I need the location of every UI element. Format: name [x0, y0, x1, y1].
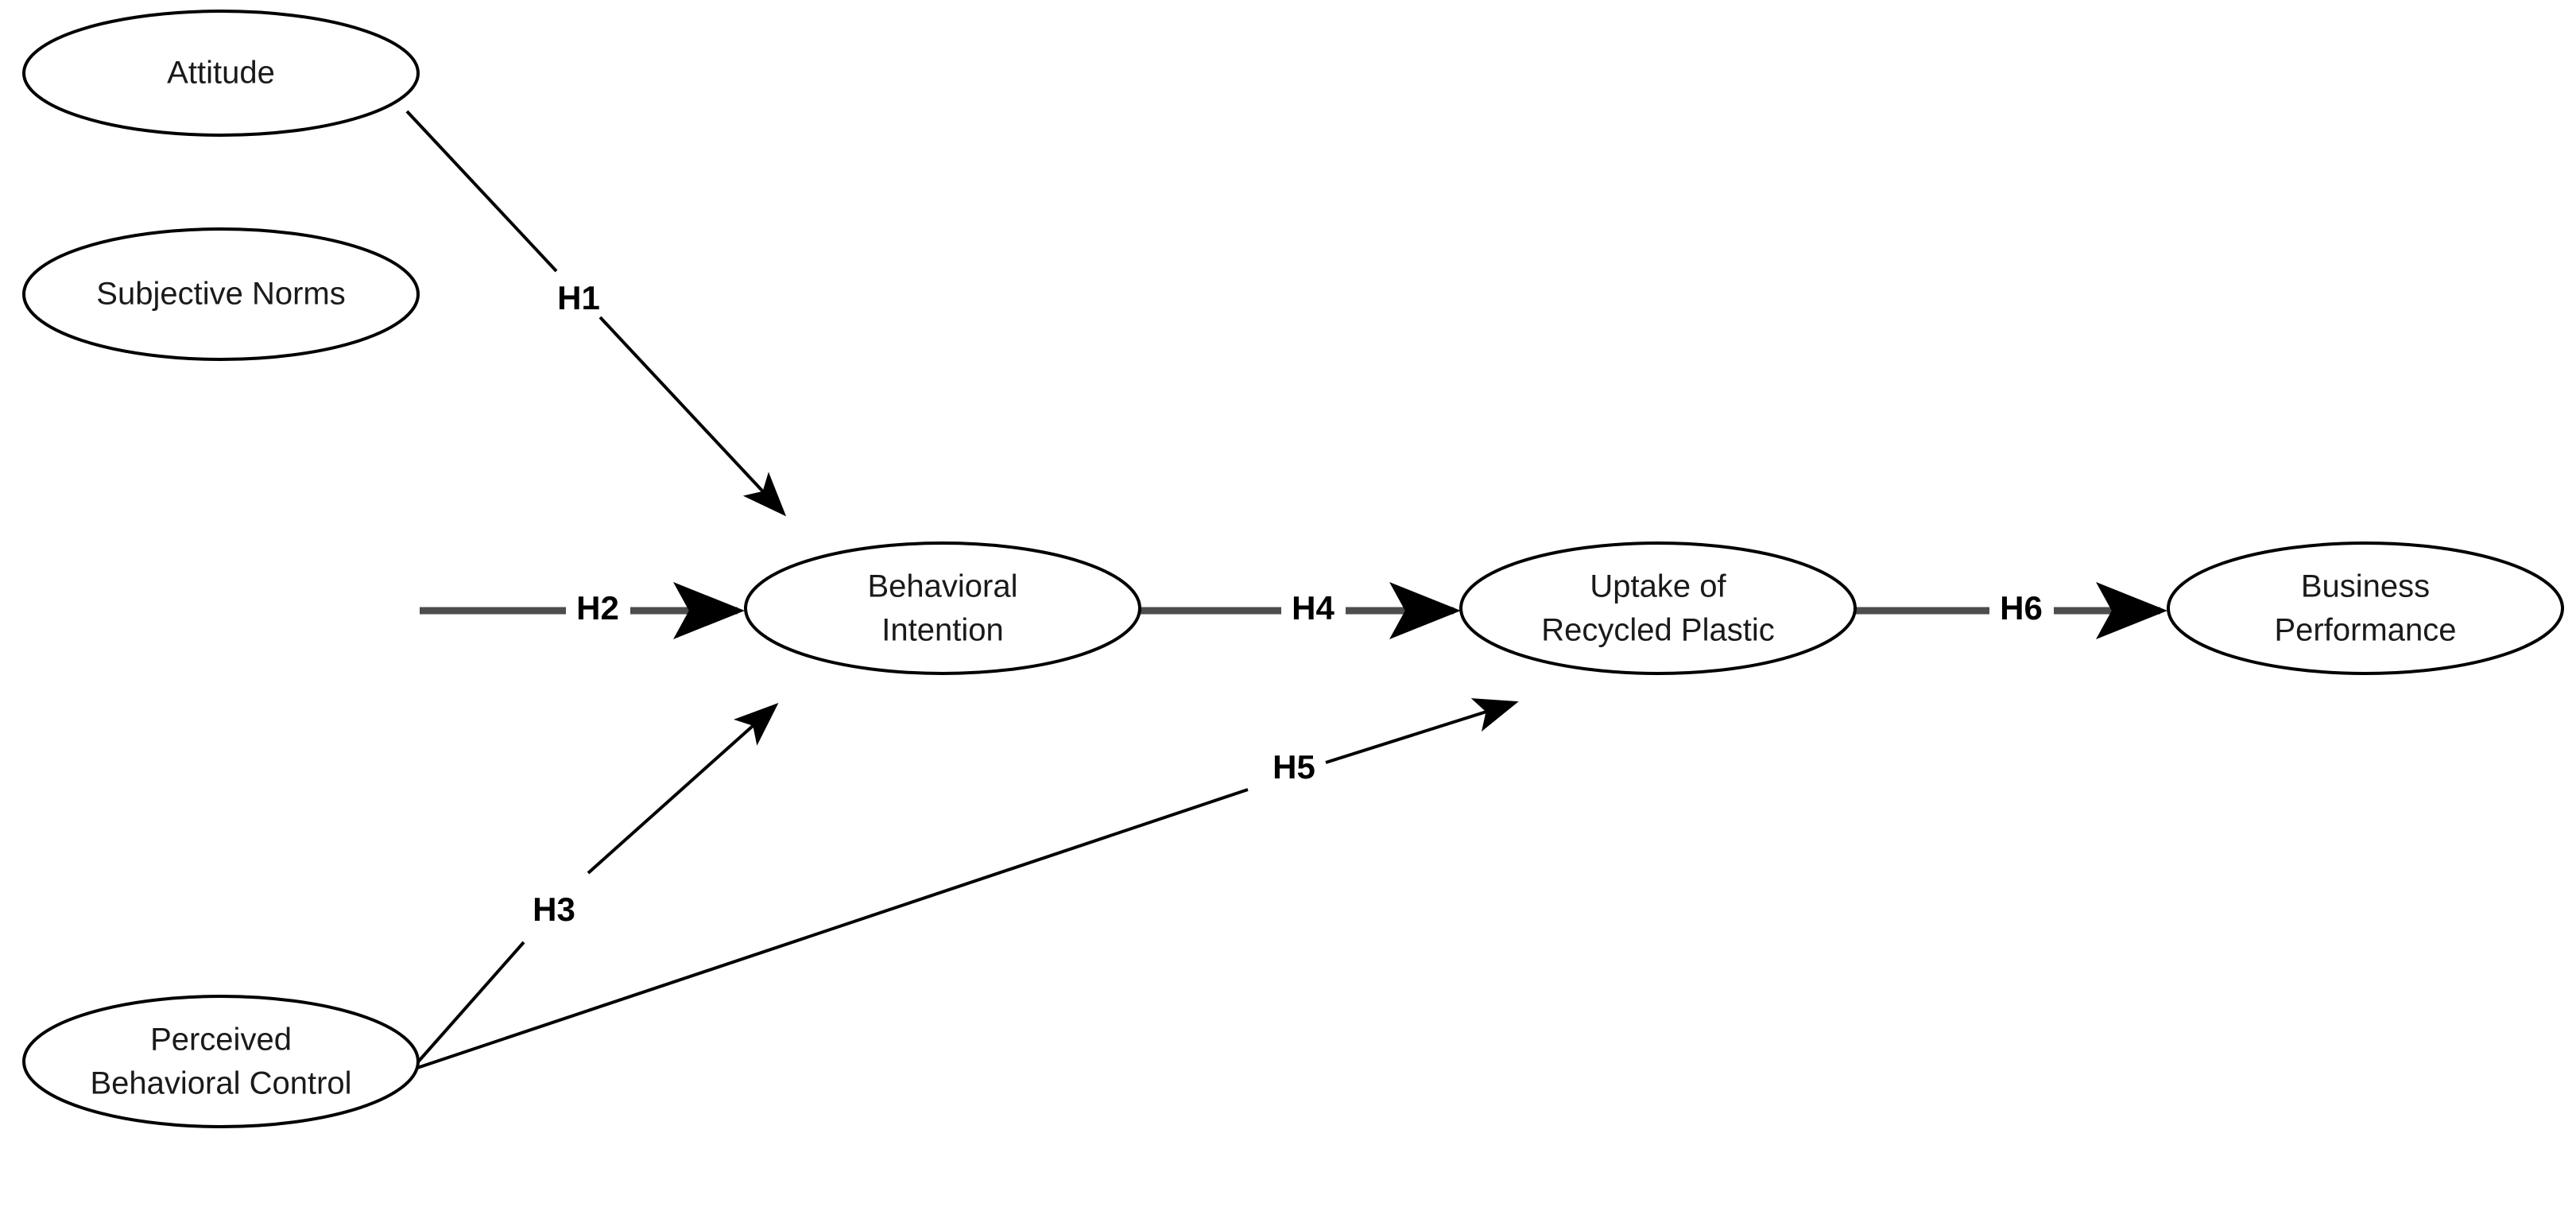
node-perceived-behavioral-control[interactable]: Perceived Behavioral Control	[22, 995, 420, 1128]
edge-h3-segment-a	[413, 941, 525, 1067]
node-behavioral-intention-label-line2: Intention	[881, 613, 1003, 648]
edge-h5-segment-a	[414, 788, 1249, 1070]
edge-label-h3: H3	[533, 891, 575, 928]
node-perceived-behavioral-control-label-line2: Behavioral Control	[90, 1066, 351, 1101]
node-behavioral-intention-shape	[744, 541, 1141, 675]
node-uptake-of-recycled-plastic[interactable]: Uptake of Recycled Plastic	[1459, 541, 1857, 675]
edge-h6[interactable]: H6	[1852, 582, 2167, 639]
edge-h2[interactable]: H2	[420, 582, 745, 639]
node-business-performance-label-line2: Performance	[2275, 613, 2457, 648]
node-business-performance-shape	[2167, 541, 2564, 675]
node-business-performance-label-line1: Business	[2301, 569, 2430, 604]
node-attitude-label: Attitude	[167, 56, 275, 91]
node-perceived-behavioral-control-label-line1: Perceived	[150, 1023, 292, 1058]
edge-h1-segment-a	[405, 110, 558, 273]
edge-h5-segment-b	[1325, 698, 1519, 764]
node-subjective-norms-shape	[22, 227, 420, 361]
edge-label-h6: H6	[2000, 589, 2043, 627]
node-uptake-of-recycled-plastic-label-line2: Recycled Plastic	[1541, 613, 1774, 648]
edge-h4[interactable]: H4	[1137, 582, 1461, 639]
node-subjective-norms-label: Subjective Norms	[96, 277, 345, 312]
node-business-performance[interactable]: Business Performance	[2167, 541, 2564, 675]
edge-h1[interactable]: H1	[405, 110, 787, 517]
edge-label-h5: H5	[1273, 748, 1315, 786]
edge-label-h1: H1	[557, 279, 600, 316]
node-uptake-of-recycled-plastic-shape	[1459, 541, 1857, 675]
edge-h3-segment-b	[587, 703, 779, 875]
node-uptake-of-recycled-plastic-label-line1: Uptake of	[1590, 569, 1726, 604]
edge-h5[interactable]: H5	[414, 698, 1519, 1070]
node-attitude-shape	[22, 10, 420, 137]
node-attitude[interactable]: Attitude	[22, 10, 420, 137]
edge-h3[interactable]: H3	[413, 703, 779, 1067]
node-behavioral-intention[interactable]: Behavioral Intention	[744, 541, 1141, 675]
edge-label-h4: H4	[1292, 589, 1334, 627]
node-behavioral-intention-label-line1: Behavioral	[867, 569, 1017, 604]
edge-label-h2: H2	[576, 589, 619, 627]
node-perceived-behavioral-control-shape	[22, 995, 420, 1128]
node-subjective-norms[interactable]: Subjective Norms	[22, 227, 420, 361]
edge-h1-segment-b	[598, 316, 787, 517]
